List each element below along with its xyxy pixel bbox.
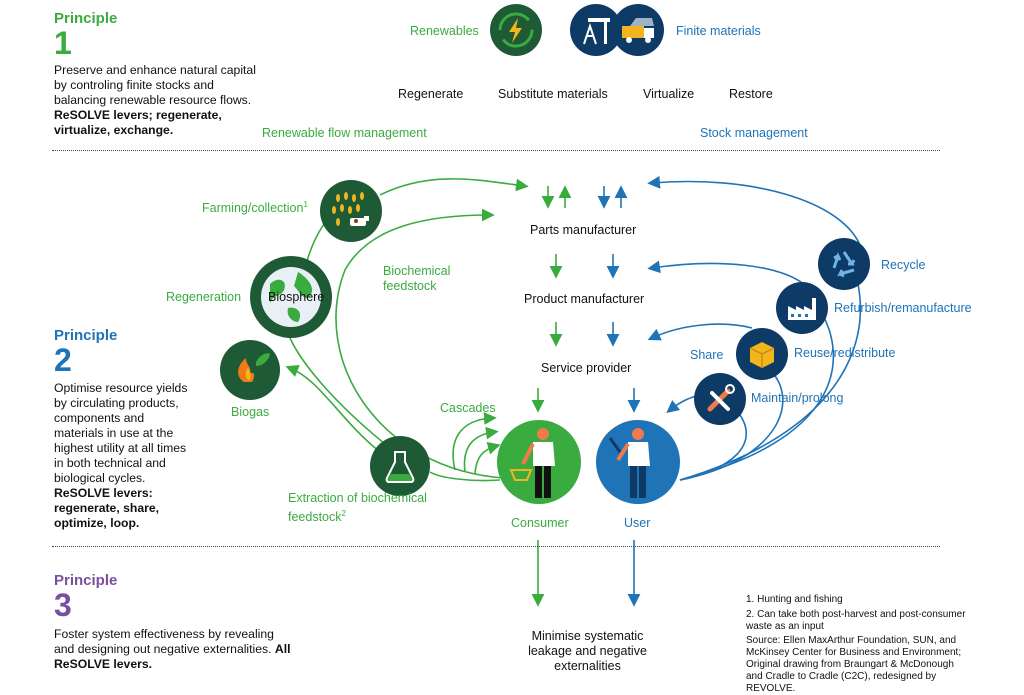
action-restore: Restore [729, 87, 773, 101]
consumer-label: Consumer [511, 516, 569, 530]
maintain-label: Maintain/prolong [751, 391, 844, 405]
cascades-label: Cascades [440, 401, 496, 415]
principle-3-description: Foster system effectiveness by revealing… [54, 627, 291, 671]
principle-2-label: Principle [54, 327, 118, 344]
footnote-2: 2. Can take both post-harvest and post-c… [746, 609, 966, 632]
biogas-label: Biogas [231, 405, 270, 419]
action-regenerate: Regenerate [398, 87, 464, 101]
action-substitute-materials: Substitute materials [498, 87, 608, 101]
share-label: Share [690, 348, 724, 362]
truck-icon [612, 4, 664, 56]
recycle-label: Recycle [881, 258, 926, 272]
principle-3-label: Principle [54, 572, 118, 589]
wheat-cow-icon [320, 180, 382, 242]
service-provider-label: Service provider [541, 361, 632, 375]
product-manufacturer-label: Product manufacturer [524, 292, 645, 306]
parts-manufacturer-label: Parts manufacturer [530, 223, 637, 237]
energy-icon [490, 4, 542, 56]
finite-materials-label: Finite materials [676, 24, 761, 38]
extraction-label: Extraction of biochemical feedstock2 [288, 491, 427, 525]
user-person-icon [596, 420, 680, 504]
footnote-1: 1. Hunting and fishing [746, 594, 843, 605]
user-label: User [624, 516, 651, 530]
principle-2-description: Optimise resource yields by circulating … [54, 381, 188, 530]
biochemical-feedstock-label: Biochemical feedstock [383, 264, 451, 293]
box-icon [736, 328, 788, 380]
renewable-flow-label: Renewable flow management [262, 126, 427, 140]
reuse-label: Reuse/redistribute [794, 346, 896, 360]
consumer-person-icon [497, 420, 581, 504]
source-note: Source: Ellen MaxArthur Foundation, SUN,… [746, 635, 962, 694]
regeneration-label: Regeneration [166, 290, 242, 304]
tools-icon [694, 373, 746, 425]
factory-icon [776, 282, 828, 334]
principle-1-number: 1 [54, 25, 72, 61]
leaf-flame-icon [220, 340, 280, 400]
principle-1-description: Preserve and enhance natural capital by … [54, 63, 256, 137]
renewables-label: Renewables [410, 24, 479, 38]
farming-collection-label: Farming/collection1 [202, 200, 308, 216]
biosphere-label: Biosphere [268, 290, 325, 304]
principle-1-label: Principle [54, 10, 118, 27]
flask-icon [370, 436, 430, 496]
recycle-icon [818, 238, 870, 290]
principle-2-number: 2 [54, 342, 72, 378]
refurbish-label: Refurbish/remanufacture [834, 301, 972, 315]
principle-3-number: 3 [54, 587, 72, 623]
divider-top [52, 150, 940, 151]
action-virtualize: Virtualize [643, 87, 695, 101]
leakage-label: Minimise systematic leakage and negative… [528, 629, 647, 673]
stock-management-label: Stock management [700, 126, 808, 140]
globe-icon [250, 256, 332, 338]
divider-bottom [52, 546, 940, 547]
